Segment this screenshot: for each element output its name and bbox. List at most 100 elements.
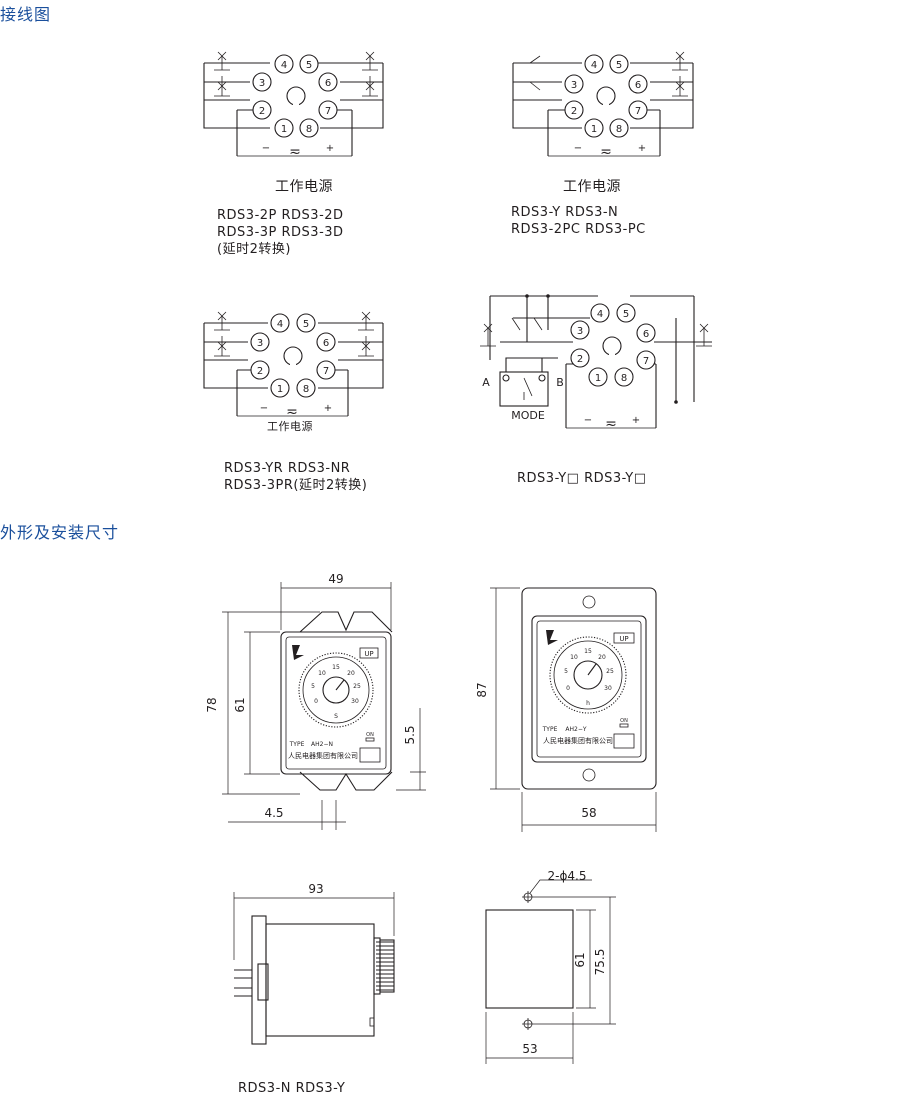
pins-d4: [570, 303, 656, 387]
svg-text:25: 25: [606, 668, 614, 675]
svg-text:5: 5: [616, 60, 622, 71]
side-view: [233, 892, 395, 1045]
svg-text:8: 8: [306, 124, 312, 135]
cutout-view-labels: 2-ϕ4.5 61 75.5 53: [522, 869, 607, 1056]
svg-text:75.5: 75.5: [593, 949, 607, 976]
svg-text:15: 15: [584, 648, 592, 655]
d1-power-caption: 工作电源: [275, 179, 333, 195]
svg-text:1: 1: [591, 124, 597, 135]
pins-d1: [252, 54, 338, 138]
pins-d2: [564, 54, 648, 138]
front-view: [222, 582, 426, 830]
svg-text:7: 7: [643, 356, 649, 367]
svg-text:7: 7: [635, 106, 641, 117]
svg-text:20: 20: [347, 670, 355, 677]
svg-text:UP: UP: [364, 650, 373, 658]
d2-models-line1: RDS3-Y RDS3-N: [511, 205, 619, 220]
svg-text:0: 0: [566, 685, 570, 692]
svg-text:+: +: [324, 403, 332, 414]
svg-text:58: 58: [581, 806, 596, 820]
svg-text:−: −: [262, 143, 270, 154]
svg-text:30: 30: [604, 685, 612, 692]
svg-text:4: 4: [597, 309, 603, 320]
svg-text:15: 15: [332, 664, 340, 671]
svg-text:MODE: MODE: [511, 409, 545, 422]
svg-text:8: 8: [621, 373, 627, 384]
svg-text:≂: ≂: [289, 144, 301, 160]
svg-text:TYPE: TYPE: [542, 726, 558, 733]
svg-text:10: 10: [570, 654, 578, 661]
svg-text:人民电器集团有限公司: 人民电器集团有限公司: [543, 736, 613, 745]
svg-text:A: A: [482, 376, 490, 389]
svg-text:30: 30: [351, 698, 359, 705]
svg-text:2-ϕ4.5: 2-ϕ4.5: [548, 869, 587, 883]
svg-text:3: 3: [259, 78, 265, 89]
d3-models-line1: RDS3-YR RDS3-NR: [224, 461, 351, 476]
svg-text:87: 87: [475, 682, 489, 697]
svg-text:5: 5: [564, 668, 568, 675]
wiring-section-title: 接线图: [0, 5, 52, 24]
cutout-view: [485, 879, 616, 1064]
svg-text:4: 4: [591, 60, 597, 71]
svg-text:5.5: 5.5: [403, 725, 417, 744]
svg-text:人民电器集团有限公司: 人民电器集团有限公司: [288, 751, 358, 760]
svg-text:2: 2: [259, 106, 265, 117]
svg-text:6: 6: [643, 329, 649, 340]
d1-models-line2: RDS3-3P RDS3-3D: [217, 225, 344, 240]
svg-text:8: 8: [616, 124, 622, 135]
svg-text:25: 25: [353, 683, 361, 690]
bottom-models: RDS3-N RDS3-Y: [238, 1081, 346, 1096]
svg-text:−: −: [574, 143, 582, 154]
svg-text:+: +: [632, 415, 640, 426]
d2-models-line2: RDS3-2PC RDS3-PC: [511, 222, 646, 237]
svg-text:4.5: 4.5: [264, 806, 283, 820]
svg-text:4: 4: [281, 60, 287, 71]
wiring-diagram-2: [512, 51, 694, 157]
svg-text:0: 0: [314, 698, 318, 705]
svg-text:61: 61: [233, 697, 247, 712]
svg-text:UP: UP: [619, 635, 628, 643]
svg-text:−: −: [584, 415, 592, 426]
svg-text:AH2−N: AH2−N: [311, 741, 333, 748]
d4-models: RDS3-Y□ RDS3-Y□: [517, 471, 647, 486]
svg-text:2: 2: [571, 106, 577, 117]
svg-text:6: 6: [323, 338, 329, 349]
svg-text:1: 1: [595, 373, 601, 384]
dimensions-section-title: 外形及安装尺寸: [0, 523, 120, 542]
svg-text:53: 53: [522, 1042, 537, 1056]
d3-models-line2: RDS3-3PR(延时2转换): [224, 478, 368, 493]
svg-text:3: 3: [257, 338, 263, 349]
svg-text:≂: ≂: [600, 144, 612, 160]
d1-models-line3: (延时2转换): [217, 242, 291, 257]
wiring-diagram-3: [203, 311, 384, 417]
svg-text:5: 5: [306, 60, 312, 71]
svg-text:5: 5: [623, 309, 629, 320]
side-view-labels: 93: [308, 882, 323, 896]
svg-text:3: 3: [577, 326, 583, 337]
svg-text:+: +: [326, 143, 334, 154]
svg-text:2: 2: [257, 366, 263, 377]
svg-text:8: 8: [303, 384, 309, 395]
svg-text:5: 5: [303, 319, 309, 330]
svg-text:B: B: [556, 376, 564, 389]
svg-text:10: 10: [318, 670, 326, 677]
svg-text:61: 61: [573, 952, 587, 967]
svg-text:≂: ≂: [286, 404, 298, 420]
svg-text:5: 5: [311, 683, 315, 690]
panel-view: [490, 587, 657, 832]
svg-text:3: 3: [571, 80, 577, 91]
svg-text:20: 20: [598, 654, 606, 661]
svg-text:2: 2: [577, 354, 583, 365]
svg-text:6: 6: [635, 80, 641, 91]
wiring-diagram-1: [203, 51, 384, 157]
d1-models-line1: RDS3-2P RDS3-2D: [217, 208, 344, 223]
svg-text:1: 1: [281, 124, 287, 135]
svg-text:78: 78: [205, 697, 219, 712]
svg-text:4: 4: [277, 319, 283, 330]
svg-text:7: 7: [325, 106, 331, 117]
